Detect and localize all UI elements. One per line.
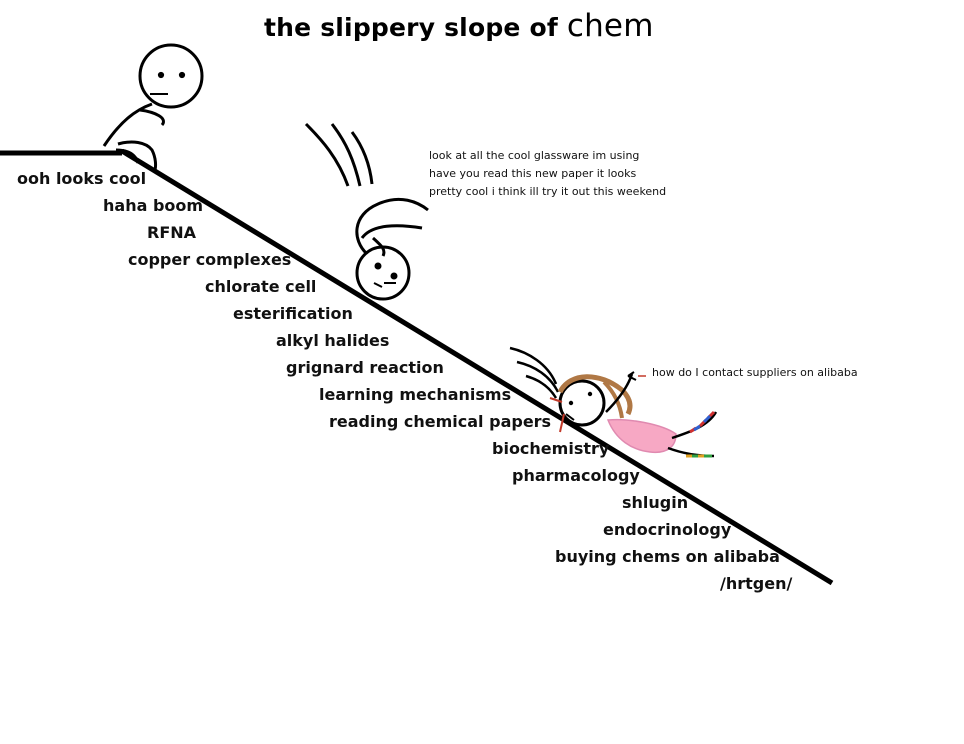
slope-label: chlorate cell bbox=[205, 277, 317, 296]
slope-label: alkyl halides bbox=[276, 331, 390, 350]
slope-label: esterification bbox=[233, 304, 353, 323]
middle-stick-figure bbox=[304, 122, 429, 301]
slope-label: learning mechanisms bbox=[319, 385, 512, 404]
slope-label: shlugin bbox=[622, 493, 689, 512]
title-prefix: the slippery slope of bbox=[264, 13, 567, 42]
slope-label: haha boom bbox=[103, 196, 204, 215]
slope-label: copper complexes bbox=[128, 250, 292, 269]
speech-line: have you read this new paper it looks bbox=[429, 167, 637, 180]
comic-title: the slippery slope of chem bbox=[264, 8, 654, 44]
slope-label: ooh looks cool bbox=[17, 169, 147, 188]
bottom-girl-figure bbox=[509, 346, 718, 458]
slope-label: buying chems on alibaba bbox=[555, 547, 780, 566]
slope-label: reading chemical papers bbox=[329, 412, 552, 431]
speech-bottom: how do I contact suppliers on alibaba bbox=[652, 366, 858, 379]
title-word: chem bbox=[566, 8, 654, 44]
slope-label: biochemistry bbox=[492, 439, 610, 458]
speech-line: look at all the cool glassware im using bbox=[429, 149, 640, 162]
slope-label: RFNA bbox=[147, 223, 197, 242]
slope-label: grignard reaction bbox=[286, 358, 444, 377]
top-stick-figure bbox=[102, 43, 204, 171]
slope-label: /hrtgen/ bbox=[720, 574, 793, 593]
speech-line: pretty cool i think ill try it out this … bbox=[429, 185, 667, 198]
slope-label: endocrinology bbox=[603, 520, 732, 539]
slope-line bbox=[120, 148, 834, 586]
slope-label: pharmacology bbox=[512, 466, 640, 485]
